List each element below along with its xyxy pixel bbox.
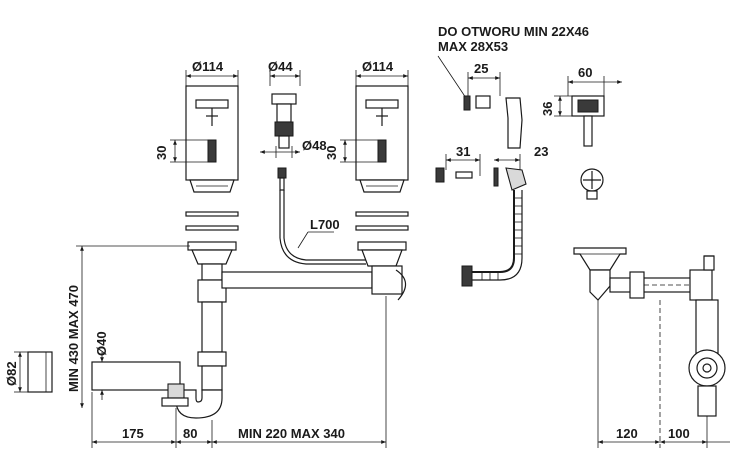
- dim-120-label: 120: [616, 426, 638, 441]
- overflow-fitting: 25: [463, 61, 523, 149]
- wall-rosette: Ø82: [4, 351, 53, 393]
- height-range-label: MIN 430 MAX 470: [66, 285, 81, 392]
- tube-length-label: L700: [310, 217, 340, 232]
- dim-175-label: 175: [122, 426, 144, 441]
- overflow-width-label: 25: [474, 61, 488, 76]
- siphon-assembly: Ø40: [91, 263, 407, 419]
- diameter-40-label: Ø40: [94, 331, 109, 356]
- box-width-label: 60: [578, 65, 592, 80]
- dim-80-label: 80: [183, 426, 197, 441]
- left-thread-label: 30: [154, 146, 169, 160]
- overflow-hole-note: DO OTWORU MIN 22X46 MAX 28X53: [437, 24, 589, 99]
- dim-31-label: 31: [456, 144, 470, 159]
- overflow-diameter-label: Ø44: [268, 59, 293, 74]
- side-view: 120 100: [573, 247, 730, 448]
- height-dimension: MIN 430 MAX 470: [66, 245, 190, 408]
- diameter-82-label: Ø82: [4, 361, 19, 386]
- diameter-48-label: Ø48: [302, 138, 327, 153]
- left-strainer: Ø114 30: [154, 59, 239, 265]
- overflow-hose: L700: [279, 190, 366, 265]
- note-line-1: DO OTWORU MIN 22X46: [438, 24, 589, 39]
- right-bowl-diameter-label: Ø114: [362, 59, 394, 74]
- note-line-2: MAX 28X53: [438, 39, 508, 54]
- right-strainer: Ø114 30: [324, 59, 409, 267]
- connector-parts: 31 23: [435, 144, 548, 287]
- bottom-dimensions: 175 80 MIN 220 MAX 340: [91, 296, 387, 448]
- dim-100-label: 100: [668, 426, 690, 441]
- dim-23-label: 23: [534, 144, 548, 159]
- right-thread-label: 30: [324, 146, 339, 160]
- left-bowl-diameter-label: Ø114: [192, 59, 224, 74]
- overflow-box: 60 36: [540, 65, 622, 200]
- overflow-part: Ø44 Ø48: [260, 59, 327, 191]
- width-range-label: MIN 220 MAX 340: [238, 426, 345, 441]
- box-height-label: 36: [540, 102, 555, 116]
